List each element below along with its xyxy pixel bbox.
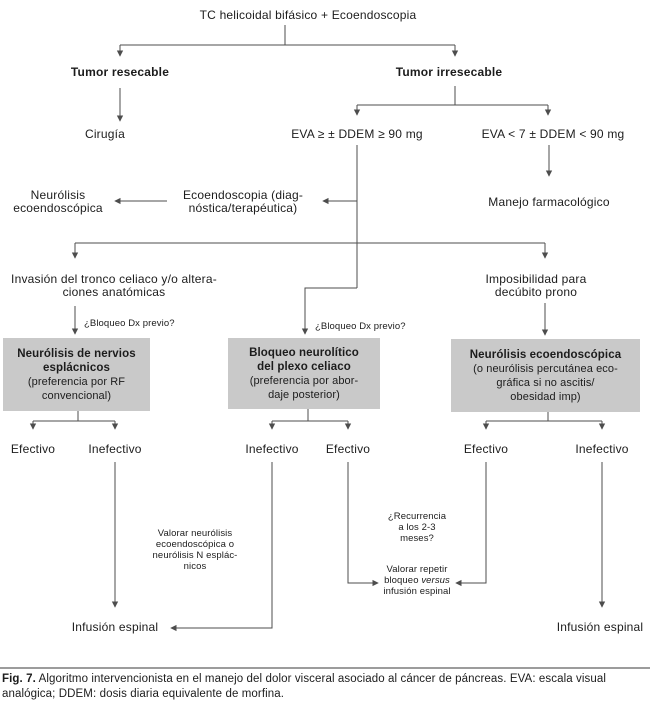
box-neurolisis-esplacnicos: Neurólisis de nervios esplácnicos (prefe… [3,338,150,411]
box-splanchnic-sub-2: convencional) [41,389,112,402]
imposibilidad-line-1: Imposibilidad para [485,272,587,286]
node-ecoendoscopia-diag: Ecoendoscopia (diag- nóstica/terapéutica… [183,189,303,215]
box-bloqueo-plexo-celiaco: Bloqueo neurolítico del plexo celiaco (p… [228,338,380,409]
node-invasion-tronco-celiaco: Invasión del tronco celiaco y/o altera- … [11,273,217,299]
box-splanchnic-sub-1: (preferencia por RF [27,375,126,388]
node-tumor-irresecable: Tumor irresecable [395,65,503,79]
outcome-mid-inefectivo: Inefectivo [245,442,299,456]
box-celiac-sub-2: daje posterior) [268,388,340,401]
box-celiac-title-1: Bloqueo neurolítico [249,346,359,359]
valorar-neurolisis-line-3: neurólisis N esplác- [152,550,238,561]
box-eus-sub-2: gráfica si no ascitis/ [496,376,595,389]
note-recurrencia: ¿Recurrencia a los 2-3 meses? [388,511,446,544]
recurrencia-line-3: meses? [400,533,434,544]
edge-mid-ineffective-spinal [170,462,273,632]
edge-mid-effective-repetir [347,462,379,587]
outcome-right-inefectivo: Inefectivo [575,442,629,456]
outcome-mid-efectivo: Efectivo [325,442,371,456]
edges-box-splits [29,409,606,430]
box-celiac-title-2: del plexo celiaco [257,360,351,373]
caption-text: Algoritmo intervencionista en el manejo … [2,673,607,700]
node-cirugia: Cirugía [84,127,126,141]
edges-middle [71,145,553,336]
neurolisis-line-1: Neurólisis [30,188,86,202]
note-valorar-repetir: Valorar repetir bloqueo versus infusión … [383,564,450,597]
valorar-neurolisis-line-1: Valorar neurólisis [157,528,233,539]
node-infusion-espinal-right: Infusión espinal [556,620,644,634]
valorar-neurolisis-line-4: nicos [183,561,207,572]
label-bloqueo-dx-mid: ¿Bloqueo Dx previo? [315,321,406,332]
box-splanchnic-title-1: Neurólisis de nervios [17,347,136,360]
box-eus-title: Neurólisis ecoendoscópica [469,348,622,361]
recurrencia-line-2: a los 2-3 [398,522,436,533]
edges-bottom [111,462,606,632]
valorar-neurolisis-line-2: ecoendoscópica o [155,539,235,550]
note-valorar-neurolisis: Valorar neurólisis ecoendoscópica o neur… [153,528,238,572]
node-manejo-farmacologico: Manejo farmacológico [488,195,610,209]
edge-jog-to-celiac [301,287,357,335]
invasion-line-1: Invasión del tronco celiaco y/o altera- [11,272,217,286]
label-bloqueo-dx-left: ¿Bloqueo Dx previo? [84,318,175,329]
outcome-right-efectivo: Efectivo [463,442,509,456]
box-splanchnic-title-2: esplácnicos [43,361,110,374]
node-neurolisis-ecoendoscopica: Neurólisis ecoendoscópica [13,189,103,215]
box-eus-sub-1: (o neurólisis percutánea eco- [473,362,618,375]
valorar-repetir-line-1: Valorar repetir [386,564,448,575]
box-neurolisis-ecoendoscopica: Neurólisis ecoendoscópica (o neurólisis … [451,339,640,412]
node-infusion-espinal-left: Infusión espinal [71,620,159,634]
outcome-left-efectivo: Efectivo [10,442,56,456]
edges-top [116,25,552,122]
figure-caption: Fig. 7. Algoritmo intervencionista en el… [2,672,648,701]
neurolisis-line-2: ecoendoscópica [13,201,103,215]
valorar-repetir-versus: versus [421,575,450,586]
caption-label: Fig. 7. [2,673,36,685]
edge-right-effective-repetir [455,462,487,587]
valorar-repetir-line-3: infusión espinal [383,586,451,597]
outcome-left-inefectivo: Inefectivo [88,442,142,456]
node-eva-low: EVA < 7 ± DDEM < 90 mg [481,127,625,141]
node-root: TC helicoidal bifásico + Ecoendoscopia [199,8,417,22]
box-eus-sub-3: obesidad imp) [510,390,581,403]
invasion-line-2: ciones anatómicas [62,285,166,299]
box-celiac-sub-1: (preferencia por abor- [249,374,359,387]
imposibilidad-line-2: decúbito prono [494,285,578,299]
recurrencia-line-1: ¿Recurrencia [387,511,447,522]
node-tumor-resecable: Tumor resecable [70,65,170,79]
node-imposibilidad-prono: Imposibilidad para decúbito prono [486,273,587,299]
ecoendoscopia-line-2: nóstica/terapéutica) [188,201,298,215]
valorar-repetir-line-2: bloqueo versus [383,575,450,586]
ecoendoscopia-line-1: Ecoendoscopia (diag- [182,188,304,202]
node-eva-high: EVA ≥ ± DDEM ≥ 90 mg [291,127,423,141]
valorar-repetir-line-2-pre: bloqueo [384,575,422,586]
